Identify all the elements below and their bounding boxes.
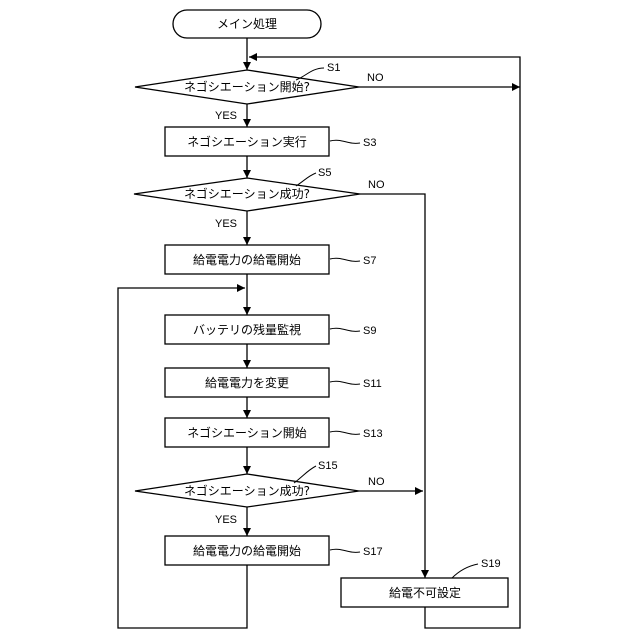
s1-leader — [296, 68, 324, 80]
process-s7: 給電電力の給電開始 — [165, 245, 329, 274]
decision-s1-text: ネゴシエーション開始? — [184, 79, 310, 94]
s1-no-label: NO — [367, 72, 384, 84]
s11-leader — [330, 381, 360, 384]
decision-s5: ネゴシエーション成功? — [134, 178, 360, 211]
decision-s15: ネゴシエーション成功? — [135, 474, 359, 507]
flow-s19-out — [425, 87, 520, 628]
process-s17: 給電電力の給電開始 — [165, 536, 329, 565]
s9-leader — [330, 328, 360, 331]
process-s13: ネゴシエーション開始 — [165, 418, 329, 447]
process-s3: ネゴシエーション実行 — [165, 127, 329, 156]
s1-ref: S1 — [327, 62, 340, 74]
s17-ref: S17 — [363, 546, 383, 558]
process-s9-text: バッテリの残量監視 — [193, 322, 301, 337]
process-s11-text: 給電電力を変更 — [205, 375, 289, 390]
s3-ref: S3 — [363, 137, 376, 149]
process-s19: 給電不可設定 — [341, 578, 508, 607]
decision-s15-text: ネゴシエーション成功? — [184, 483, 310, 498]
s13-ref: S13 — [363, 428, 383, 440]
s5-ref: S5 — [318, 167, 331, 179]
process-s17-text: 給電電力の給電開始 — [193, 544, 301, 558]
process-s11: 給電電力を変更 — [165, 368, 329, 397]
process-s3-text: ネゴシエーション実行 — [187, 134, 307, 149]
process-s7-text: 給電電力の給電開始 — [193, 253, 301, 267]
s1-yes-label: YES — [215, 110, 237, 122]
s13-leader — [330, 431, 360, 434]
s15-yes-label: YES — [215, 514, 237, 526]
s17-leader — [330, 549, 360, 552]
start-label: メイン処理 — [217, 17, 277, 31]
s15-leader — [294, 466, 316, 483]
s19-ref: S19 — [481, 558, 501, 570]
process-s13-text: ネゴシエーション開始 — [187, 425, 307, 440]
s5-leader — [296, 173, 316, 186]
s15-ref: S15 — [318, 460, 338, 472]
s3-leader — [330, 140, 360, 143]
decision-s5-text: ネゴシエーション成功? — [184, 186, 310, 201]
s11-ref: S11 — [363, 378, 382, 390]
s9-ref: S9 — [363, 325, 376, 337]
s19-leader — [452, 564, 478, 578]
s15-no-label: NO — [368, 476, 385, 488]
process-s19-text: 給電不可設定 — [389, 585, 461, 600]
decision-s1: ネゴシエーション開始? — [135, 70, 359, 104]
s5-yes-label: YES — [215, 218, 237, 230]
start-terminal: メイン処理 — [173, 10, 321, 38]
s5-no-label: NO — [368, 179, 385, 191]
s7-leader — [330, 258, 360, 261]
s7-ref: S7 — [363, 255, 376, 267]
process-s9: バッテリの残量監視 — [165, 315, 329, 344]
